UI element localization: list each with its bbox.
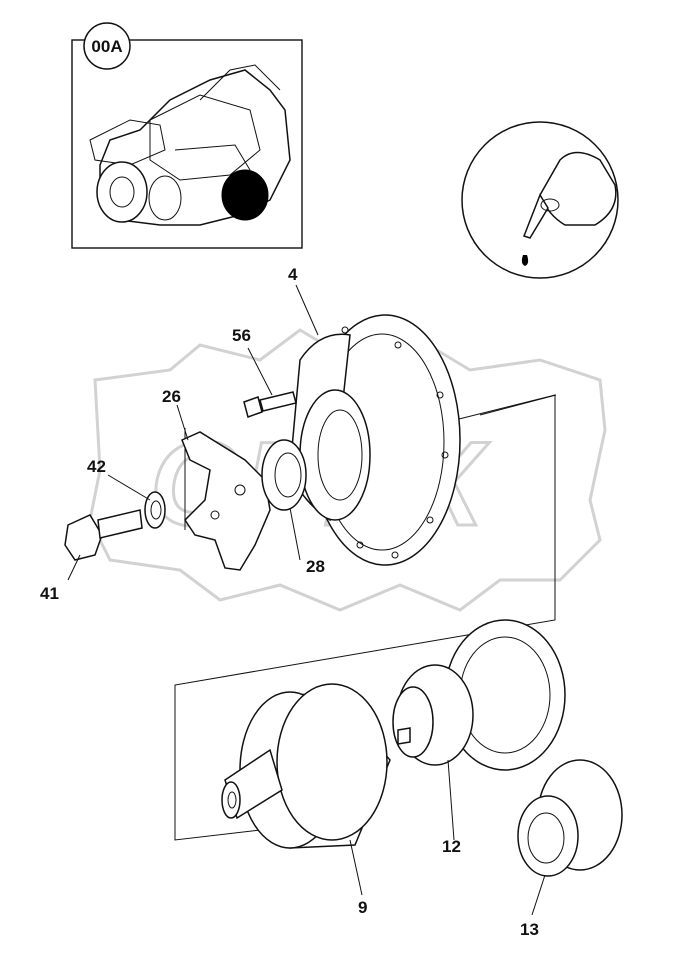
threadlocker-bottle-icon — [461, 121, 619, 279]
washer-42 — [144, 491, 166, 529]
callout-26: 26 — [162, 387, 181, 406]
bolt-41 — [64, 509, 143, 561]
callout-42: 42 — [87, 457, 106, 476]
yoke-26 — [181, 431, 271, 571]
small-gear-13 — [517, 759, 623, 877]
transmission-illustration — [89, 64, 291, 226]
callout-56: 56 — [232, 326, 251, 345]
spline-gear-12 — [392, 619, 566, 771]
callout-12: 12 — [442, 837, 461, 856]
callout-28: 28 — [306, 557, 325, 576]
callout-labels: 4 56 26 42 28 41 12 9 13 — [40, 265, 539, 939]
seal-ring-28 — [261, 439, 307, 511]
bolt-56 — [243, 391, 297, 418]
callout-4: 4 — [288, 265, 298, 284]
callout-leaders — [67, 284, 546, 916]
inset-panel: 00A — [71, 22, 303, 249]
inset-badge: 00A — [91, 37, 122, 56]
housing-flange — [289, 314, 461, 566]
callout-13: 13 — [520, 920, 539, 939]
callout-9: 9 — [358, 898, 367, 917]
callout-41: 41 — [40, 584, 59, 603]
clutch-drum-9 — [221, 683, 391, 849]
highlighted-part-marker — [221, 169, 269, 221]
